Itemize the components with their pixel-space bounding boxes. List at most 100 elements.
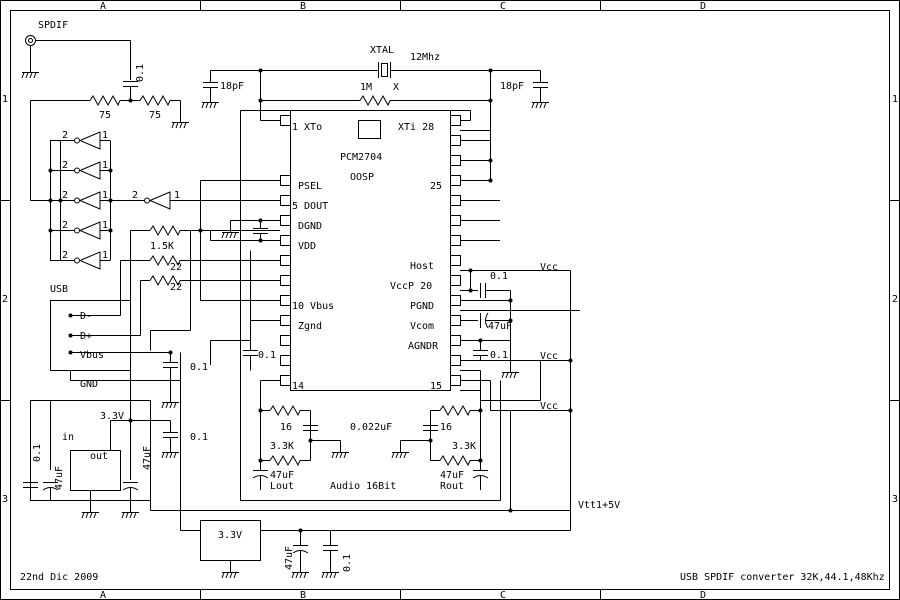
usb-section: USB D- D+ Vbus GND 1.5K 22 22 bbox=[50, 218, 280, 515]
chip-pin-vbus: 10 Vbus bbox=[292, 301, 334, 312]
chip-package: OOSP bbox=[350, 172, 374, 183]
spdif-label: SPDIF bbox=[38, 20, 68, 31]
pullup-resistor-value: 1.5K bbox=[150, 241, 174, 252]
vcc-label-3: Vcc bbox=[540, 401, 558, 412]
spdif-r1-value: 75 bbox=[99, 110, 111, 121]
resistor-zigzag-icon bbox=[89, 94, 121, 107]
inverter-gate-icon bbox=[50, 161, 110, 180]
resistor-zigzag-icon bbox=[439, 454, 471, 467]
capacitor-symbol-icon bbox=[533, 82, 548, 88]
vcc-label-1: Vcc bbox=[540, 262, 558, 273]
filter-cap-value: 0.022uF bbox=[350, 422, 392, 433]
series-r1-value: 22 bbox=[170, 262, 182, 273]
frame-row-3-left: 3 bbox=[2, 494, 8, 505]
ground-symbol-icon bbox=[291, 572, 309, 579]
resistor-zigzag-icon bbox=[149, 274, 181, 287]
chip-pin-dout: 5 DOUT bbox=[292, 201, 328, 212]
left-elec-value: 47uF bbox=[270, 470, 294, 481]
inverter-pin-label: 1 bbox=[102, 130, 108, 141]
ground-symbol-icon bbox=[221, 232, 239, 239]
inverter-pin-label: 1 bbox=[102, 250, 108, 261]
inverter-gate-icon bbox=[50, 251, 110, 270]
resistor-zigzag-icon bbox=[139, 94, 171, 107]
ground-symbol-icon bbox=[501, 372, 519, 379]
vccp-cap-value: 0.1 bbox=[490, 271, 508, 282]
capacitor-symbol-icon bbox=[243, 350, 258, 356]
usb-label: USB bbox=[50, 284, 68, 295]
chip-pin-agndr: AGNDR bbox=[408, 341, 439, 352]
regulator-out-label: out bbox=[90, 451, 108, 462]
frame-row-3-right: 3 bbox=[892, 494, 898, 505]
rail-33-label: 3.3V bbox=[100, 411, 124, 422]
right-elec-value: 47uF bbox=[440, 470, 464, 481]
frame-col-a-top: A bbox=[100, 1, 106, 12]
frame-col-d-top: D bbox=[700, 1, 706, 12]
resistor-zigzag-icon bbox=[149, 254, 181, 267]
regulator-box bbox=[70, 450, 121, 491]
ground-symbol-icon bbox=[171, 122, 189, 129]
chip-pin-host: Host bbox=[410, 261, 434, 272]
frame-row-1-right: 1 bbox=[892, 94, 898, 105]
electrolytic-capacitor-icon bbox=[252, 470, 269, 479]
ground-symbol-icon bbox=[391, 452, 409, 459]
chip-pin-pgnd: PGND bbox=[410, 301, 434, 312]
ground-symbol-icon bbox=[321, 572, 339, 579]
chip-pin-xti: XTi 28 bbox=[398, 122, 434, 133]
zgnd-cap-value: 0.1 bbox=[258, 350, 276, 361]
reg-out-elec-value: 47uF bbox=[142, 446, 153, 470]
reg-in-cap-value: 0.1 bbox=[32, 444, 43, 462]
inverter-pin-label: 1 bbox=[174, 190, 180, 201]
inverter-gate-icon bbox=[50, 131, 110, 150]
ground-symbol-icon bbox=[331, 452, 349, 459]
capacitor-symbol-icon bbox=[203, 82, 218, 88]
agnd-cap-value: 0.1 bbox=[490, 350, 508, 361]
left-r1-value: 16 bbox=[280, 422, 292, 433]
usb-pin-dplus: D+ bbox=[80, 331, 92, 342]
right-r2-value: 3.3K bbox=[452, 441, 476, 452]
reg-in-elec-value: 47uF bbox=[54, 466, 65, 490]
frame-col-c-top: C bbox=[500, 1, 506, 12]
resistor-zigzag-icon bbox=[269, 404, 301, 417]
chip-pin-14: 14 bbox=[292, 381, 304, 392]
power-supply-section: in out 3.3V 47uF 0.1 bbox=[23, 395, 620, 579]
vbus-cap-value: 0.1 bbox=[190, 362, 208, 373]
pcm2704-chip: PCM2704 OOSP 1 XTo PSEL 5 DOUT DGND bbox=[280, 110, 500, 392]
electrolytic-capacitor-icon bbox=[480, 312, 489, 329]
usb-pin-dminus: D- bbox=[80, 311, 92, 322]
inverter-pin-label: 2 bbox=[62, 250, 68, 261]
ground-symbol-icon bbox=[221, 572, 239, 579]
vcc-label-2: Vcc bbox=[540, 351, 558, 362]
inverter-pin-label: 2 bbox=[132, 190, 138, 201]
capacitor-symbol-icon bbox=[163, 432, 178, 438]
crystal-x-mark: X bbox=[393, 82, 399, 93]
inverter-pin-label: 2 bbox=[62, 130, 68, 141]
chip-pin-vcom: Vcom bbox=[410, 321, 434, 332]
right-r1-value: 16 bbox=[440, 422, 452, 433]
inverter-pin-label: 2 bbox=[62, 190, 68, 201]
spdif-output-section: SPDIF 0.1 75 75 bbox=[21, 20, 280, 270]
left-r2-value: 3.3K bbox=[270, 441, 294, 452]
capacitor-symbol-icon bbox=[473, 350, 488, 356]
inverter-pin-label: 2 bbox=[62, 160, 68, 171]
xtal-cap-left-value: 18pF bbox=[220, 81, 244, 92]
resistor-zigzag-icon bbox=[359, 94, 391, 107]
footer-title: USB SPDIF converter 32K,44.1,48Khz bbox=[680, 572, 885, 583]
frame-col-b-bottom: B bbox=[300, 590, 306, 600]
frame-row-2-left: 2 bbox=[2, 294, 8, 305]
inverter-pin-label: 1 bbox=[102, 160, 108, 171]
chip-name: PCM2704 bbox=[340, 152, 382, 163]
usb-pin-gnd: GND bbox=[80, 379, 98, 390]
analog-supply-section: Vcc Vcc Vcc 0.1 47uF 0.1 bbox=[460, 262, 580, 531]
resistor-zigzag-icon bbox=[439, 404, 471, 417]
ground-symbol-icon bbox=[201, 102, 219, 109]
ground-symbol-icon bbox=[121, 512, 139, 519]
right-out-label: Rout bbox=[440, 481, 464, 492]
feedback-resistor-value: 1M bbox=[360, 82, 372, 93]
vtt-label: Vtt1+5V bbox=[578, 500, 620, 511]
crystal-label: XTAL bbox=[370, 45, 394, 56]
frame-col-c-bottom: C bbox=[500, 590, 506, 600]
ground-symbol-icon bbox=[161, 402, 179, 409]
ground-symbol-icon bbox=[531, 102, 549, 109]
crystal-freq: 12Mhz bbox=[410, 52, 440, 63]
